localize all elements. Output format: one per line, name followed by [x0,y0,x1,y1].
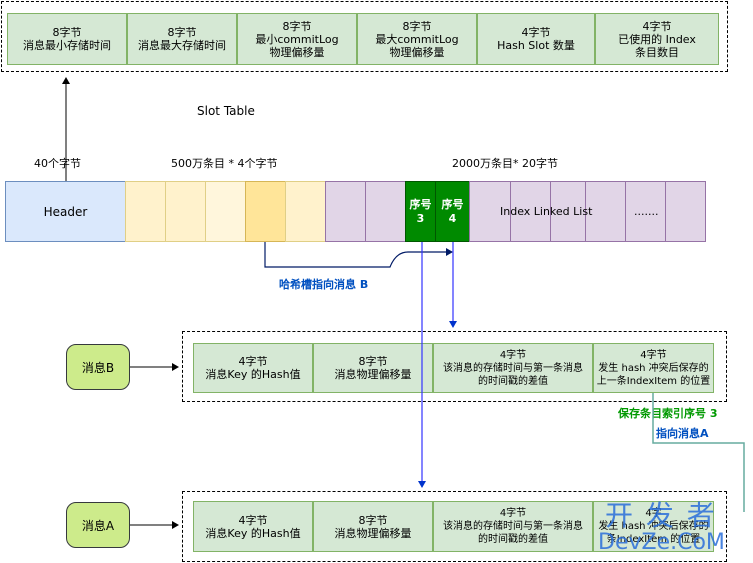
message-b-phy-offset: 8字节 消息物理偏移量 [313,343,433,393]
header-field-min-time: 8字节 消息最小存储时间 [7,13,127,65]
prev-index-link-line [652,393,745,512]
index-linked-list-label: Index Linked List [500,205,593,218]
message-a-frame [182,491,727,562]
header-field-min-offset: 8字节 最小commitLog 物理偏移量 [237,13,357,65]
point-to-message-a-label: 指向消息A [656,427,709,440]
message-b-node: 消息B [66,344,130,390]
index-file-header: Header [5,181,126,242]
slot-table-label: Slot Table [197,104,255,118]
index-item-seq-4: 序号 4 [435,181,470,242]
message-b-prev-index: 4字节 发生 hash 冲突后保存的 上一条IndexItem 的位置 [593,343,714,393]
header-field-slot-count: 4字节 Hash Slot 数量 [477,13,595,65]
message-a-prev-index: 4字 发生 hash 冲突后保存的 条IndexItem 的位置 [593,501,714,552]
index-size-label: 2000万条目* 20字节 [452,157,558,170]
slot-to-seq4-arrow [264,242,453,268]
header-size-label: 40个字节 [34,157,81,170]
hash-slot-to-message-b-label: 哈希槽指向消息 B [279,278,369,291]
header-field-index-count: 4字节 已使用的 Index 条目数目 [595,13,719,65]
save-index-seq-3-label: 保存条目索引序号 3 [618,407,718,420]
slot-size-label: 500万条目 * 4个字节 [171,157,278,170]
hash-slot [125,181,166,242]
message-b-key-hash: 4字节 消息Key 的Hash值 [193,343,313,393]
index-item [469,181,511,242]
index-header-frame [1,1,728,72]
hash-slot [205,181,246,242]
index-item [550,181,586,242]
index-item [510,181,551,242]
index-item [665,181,706,242]
message-a-phy-offset: 8字节 消息物理偏移量 [313,501,433,552]
message-b-frame [182,331,727,402]
header-field-max-time: 8字节 消息最大存储时间 [127,13,237,65]
message-a-node: 消息A [66,502,130,548]
index-item-seq-3: 序号 3 [405,181,436,242]
hash-slot-selected [245,181,286,242]
message-a-time-diff: 4字节 该消息的存储时间与第一条消息 的时间戳的差值 [433,501,593,552]
header-field-max-offset: 8字节 最大commitLog 物理偏移量 [357,13,477,65]
watermark-line2: DevZe.CoM [598,530,725,555]
message-a-key-hash: 4字节 消息Key 的Hash值 [193,501,313,552]
watermark-line1: 开 发 者 [605,499,717,532]
message-b-time-diff: 4字节 该消息的存储时间与第一条消息 的时间戳的差值 [433,343,593,393]
index-item [325,181,366,242]
ellipsis-label: ....... [634,205,659,218]
index-item [365,181,406,242]
